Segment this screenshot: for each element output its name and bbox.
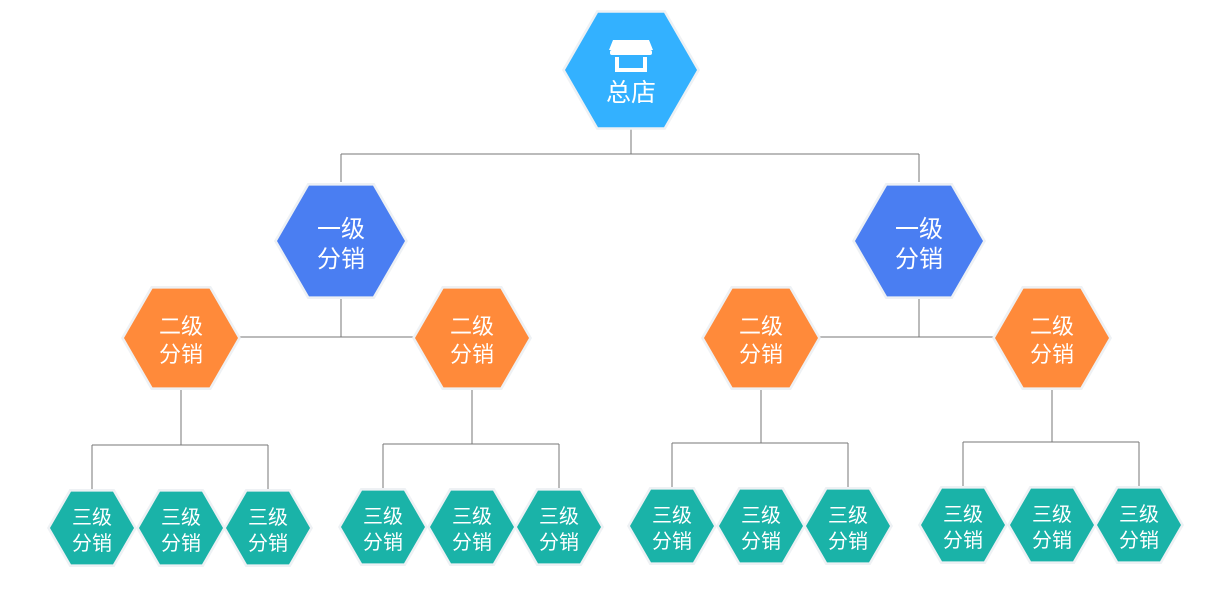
connectors	[91, 128, 1140, 492]
level3-node-1-1-0-shape	[921, 488, 1005, 562]
level3-node-0-0-2-label-top: 三级	[248, 505, 288, 529]
root-label: 总店	[606, 78, 656, 107]
level3-node-1-0-1-label-top: 三级	[741, 503, 781, 527]
level1-node-1-shape	[855, 185, 983, 297]
level3-node-1-1-1-shape	[1010, 488, 1094, 562]
level2-node-1-0-label-top: 二级	[739, 315, 783, 340]
level3-node-0-1-1-shape	[430, 490, 514, 564]
level2-node-1-1-label-top: 二级	[1030, 315, 1074, 340]
level1-node-1-label-bottom: 分销	[895, 245, 943, 273]
level3-node-1-1-1-label-bottom: 分销	[1032, 528, 1072, 552]
level3-node-0-0-1-shape	[139, 491, 223, 565]
level3-node-0-1-2-shape	[517, 490, 601, 564]
level2-node-1-1-shape	[995, 288, 1109, 388]
nodes: 总店一级分销二级分销三级分销三级分销三级分销二级分销三级分销三级分销三级分销一级…	[47, 10, 1184, 567]
root-node-headquarters: 总店	[562, 10, 700, 130]
level3-node-1-1-2-label-top: 三级	[1119, 502, 1159, 526]
level3-node-1-1-2-shape	[1097, 488, 1181, 562]
level3-node-0-0-1-label-top: 三级	[161, 505, 201, 529]
level3-node-0-0-1-label-bottom: 分销	[161, 531, 201, 555]
level3-node-1-0-1-shape	[719, 489, 803, 563]
level2-node-0-1-shape	[415, 288, 529, 388]
level2-node-0-0-label-top: 二级	[159, 315, 203, 340]
level2-node-0-0-label-bottom: 分销	[159, 343, 203, 368]
level3-node-1-1-2-label-bottom: 分销	[1119, 528, 1159, 552]
level3-node-0-0-0-label-bottom: 分销	[72, 531, 112, 555]
level3-node-1-1-0-label-bottom: 分销	[943, 528, 983, 552]
level3-node-1-0-0-label-top: 三级	[652, 503, 692, 527]
level3-node-1-0-2-label-bottom: 分销	[828, 529, 868, 553]
level3-node-0-1-1-label-bottom: 分销	[452, 530, 492, 554]
level3-node-0-0-2-shape	[226, 491, 310, 565]
level3-node-0-0-0-shape	[50, 491, 134, 565]
level3-node-1-0-1-label-bottom: 分销	[741, 529, 781, 553]
level2-node-0-1-label-top: 二级	[450, 315, 494, 340]
level3-node-1-0-0-shape	[630, 489, 714, 563]
level1-node-0-label-top: 一级	[317, 215, 365, 243]
level3-node-1-0-2-shape	[806, 489, 890, 563]
level2-node-1-0-shape	[704, 288, 818, 388]
level1-node-1-label-top: 一级	[895, 215, 943, 243]
level3-node-0-1-1-label-top: 三级	[452, 504, 492, 528]
store-icon	[609, 40, 653, 72]
level2-node-0-1-label-bottom: 分销	[450, 343, 494, 368]
level3-node-0-1-0-label-bottom: 分销	[363, 530, 403, 554]
level3-node-0-1-2-label-bottom: 分销	[539, 530, 579, 554]
level3-node-0-0-0-label-top: 三级	[72, 505, 112, 529]
level3-node-1-1-1-label-top: 三级	[1032, 502, 1072, 526]
level2-node-1-1-label-bottom: 分销	[1030, 343, 1074, 368]
level3-node-0-0-2-label-bottom: 分销	[248, 531, 288, 555]
level1-node-0-shape	[277, 185, 405, 297]
level2-node-0-0-shape	[124, 288, 238, 388]
level3-node-1-0-0-label-bottom: 分销	[652, 529, 692, 553]
level3-node-0-1-0-shape	[341, 490, 425, 564]
level1-node-0-label-bottom: 分销	[317, 245, 365, 273]
level3-node-0-1-0-label-top: 三级	[363, 504, 403, 528]
level2-node-1-0-label-bottom: 分销	[739, 343, 783, 368]
level3-node-1-0-2-label-top: 三级	[828, 503, 868, 527]
level3-node-0-1-2-label-top: 三级	[539, 504, 579, 528]
level3-node-1-1-0-label-top: 三级	[943, 502, 983, 526]
